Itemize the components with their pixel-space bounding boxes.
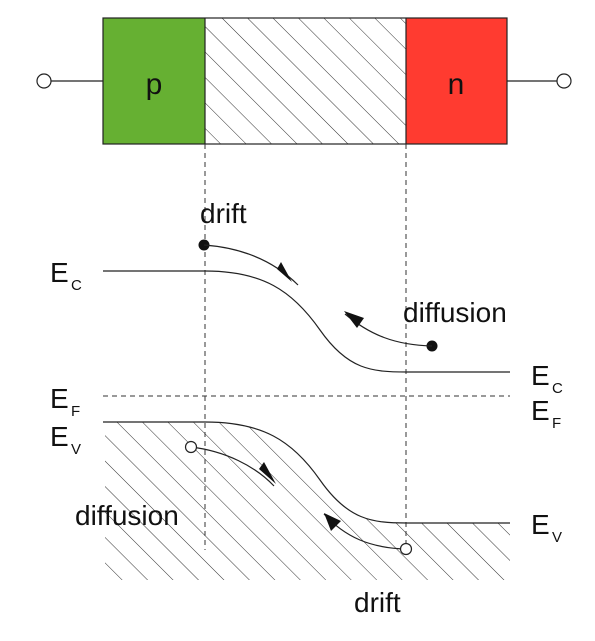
guide-lines xyxy=(103,144,510,550)
svg-text:C: C xyxy=(71,277,82,294)
ef-right-label: E F xyxy=(531,395,561,432)
svg-text:C: C xyxy=(552,380,563,397)
svg-text:F: F xyxy=(71,403,80,420)
p-label: p xyxy=(146,68,163,101)
device-bar: p n xyxy=(36,17,572,145)
left-terminal xyxy=(36,73,52,89)
electron-drift: drift xyxy=(198,198,299,286)
right-terminal xyxy=(556,73,572,89)
hole-drift-dot xyxy=(399,542,413,556)
electron-drift-arrow-path xyxy=(203,244,299,286)
ec-right-label: E C xyxy=(531,360,563,397)
band-labels: E C E C E F E F E V E V xyxy=(50,257,563,546)
p-region xyxy=(103,18,205,144)
hole-diffusion-label: diffusion xyxy=(75,500,179,531)
svg-text:E: E xyxy=(50,383,69,414)
ef-left-label: E F xyxy=(50,383,80,420)
ev-right-label: E V xyxy=(531,509,562,546)
electron-diffusion-label: diffusion xyxy=(403,297,507,328)
hole-diffusion-dot xyxy=(184,440,198,454)
svg-text:V: V xyxy=(71,441,81,458)
hole-drift-arrowhead xyxy=(324,513,341,531)
depletion-region xyxy=(205,18,406,144)
n-region xyxy=(406,18,507,144)
ec-left-label: E C xyxy=(50,257,82,294)
svg-text:F: F xyxy=(552,415,561,432)
hole-drift-label: drift xyxy=(354,587,401,618)
hole-drift: drift xyxy=(323,513,413,618)
conduction-band xyxy=(103,270,510,373)
electron-drift-label: drift xyxy=(200,198,247,229)
n-label: n xyxy=(448,68,465,101)
valence-band xyxy=(103,421,510,524)
ev-left-label: E V xyxy=(50,421,81,458)
svg-text:E: E xyxy=(531,360,550,391)
electron-drift-arrowhead xyxy=(277,262,292,282)
hole-diffusion-arrow-path xyxy=(190,446,275,487)
svg-text:E: E xyxy=(50,421,69,452)
electron-diffusion-arrowhead xyxy=(344,311,364,328)
device-outline xyxy=(102,17,508,145)
hole-diffusion: diffusion xyxy=(75,440,276,531)
svg-text:V: V xyxy=(552,529,562,546)
svg-text:E: E xyxy=(531,395,550,426)
svg-text:E: E xyxy=(531,509,550,540)
electron-diffusion: diffusion xyxy=(344,297,507,352)
svg-text:E: E xyxy=(50,257,69,288)
hole-diffusion-arrowhead xyxy=(259,462,276,484)
